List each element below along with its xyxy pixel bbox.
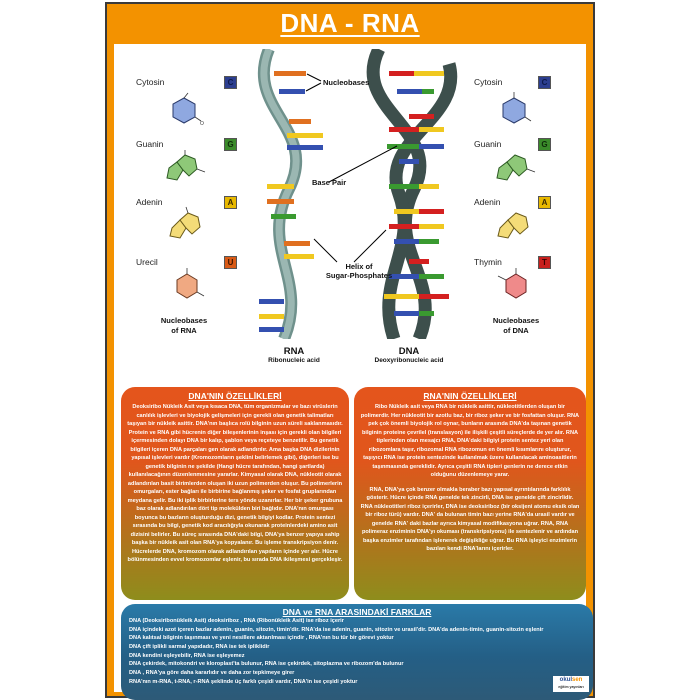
- adenine-molecule-icon: [497, 212, 529, 239]
- guanine-molecule-icon: [496, 154, 536, 181]
- logo-text-accent: sen: [572, 677, 583, 683]
- rna-properties-title: RNA'NIN ÖZELLİKLERİ: [423, 391, 517, 401]
- rna-helix-caption: RNA Ribonucleic acid: [259, 346, 329, 364]
- rna-dna-helix-diagram-icon: [257, 49, 458, 339]
- content-panel: Cytosin C O Guanin G Adenin A: [114, 44, 593, 700]
- dna-name: DNA: [398, 346, 420, 357]
- caption-line: of RNA: [171, 325, 197, 335]
- difference-item: DNA , RNA'ya göre daha kararlıdır ve dah…: [129, 669, 295, 676]
- publisher-logo: okulsen eğitim yayınları: [553, 676, 589, 692]
- dna-base-label-thymine: Thymin: [474, 257, 502, 267]
- caption-line: Nucleobases: [492, 316, 540, 325]
- cytosine-molecule-icon: [502, 92, 532, 124]
- rna-base-label-adenine: Adenin: [136, 197, 163, 207]
- poster-frame: DNA - RNA Cytosin C O Guanin G Adenin A: [105, 2, 595, 700]
- dna-helix-caption: DNA Deoxyribonucleic acid: [364, 346, 454, 364]
- dna-base-label-adenine: Adenin: [474, 197, 501, 207]
- difference-item: RNA'nın m-RNA, t-RNA, r-RNA şeklinde üç …: [129, 678, 358, 685]
- svg-text:O: O: [200, 121, 204, 127]
- dna-properties-text: Deoksiribo Nükleik Asit veya kısaca DNA,…: [127, 404, 343, 563]
- dna-nucleobases-caption: Nucleobases of DNA: [476, 316, 556, 336]
- dna-full-name: Deoxyribonucleic acid: [374, 357, 444, 364]
- rna-properties-box: RNA'NIN ÖZELLİKLERİ Ribo Nükleik asit ve…: [354, 387, 586, 600]
- dna-badge-g: G: [538, 138, 551, 151]
- nucleobases-label: Nucleobases: [323, 78, 370, 87]
- cytosine-molecule-icon: O: [172, 92, 204, 127]
- rna-name: RNA: [283, 346, 305, 357]
- adenine-molecule-icon: [169, 206, 201, 239]
- poster-title: DNA - RNA: [280, 8, 420, 38]
- logo-tagline: eğitim yayınları: [558, 685, 584, 689]
- difference-item: DNA kalıtsal bilginin taşınması ve yeni …: [129, 635, 394, 642]
- difference-item: DNA çekirdek, mitokondri ve kloroplast't…: [129, 661, 404, 668]
- difference-item: DNA çift iplikli sarmal yapıdadır, RNA i…: [129, 643, 270, 650]
- dna-badge-c: C: [538, 76, 551, 89]
- rna-properties-text-2: RNA, DNA'ya çok benzer olmakla beraber b…: [360, 486, 580, 553]
- dna-badge-a: A: [538, 196, 551, 209]
- base-pair-label: Base Pair: [312, 178, 347, 187]
- rna-base-label-uracil: Urecil: [136, 257, 158, 267]
- differences-list: DNA (Deoksiribonükleik Asit) deoksiriboz…: [129, 617, 585, 686]
- caption-line: Nucleobases: [160, 316, 208, 325]
- rna-full-name: Ribonucleic acid: [268, 357, 320, 364]
- rna-properties-text: Ribo Nükleik asit veya RNA bir nükleik a…: [360, 404, 580, 478]
- differences-title: DNA ve RNA ARASINDAKİ FARKLAR: [282, 607, 432, 617]
- dna-badge-t: T: [538, 256, 551, 269]
- helix-label: Helix of Sugar-Phosphates: [324, 262, 394, 280]
- caption-line: of DNA: [503, 325, 529, 335]
- dna-base-label-cytosine: Cytosin: [474, 77, 503, 87]
- rna-badge-g: G: [224, 138, 237, 151]
- differences-box: DNA ve RNA ARASINDAKİ FARKLAR DNA (Deoks…: [121, 604, 593, 700]
- helix-label-line: Helix of: [345, 262, 373, 271]
- helix-label-line: Sugar-Phosphates: [325, 271, 393, 280]
- rna-badge-c: C: [224, 76, 237, 89]
- difference-item: DNA içindeki azot içeren bazlar adenin, …: [129, 626, 544, 633]
- thymine-molecule-icon: [497, 268, 527, 299]
- rna-base-label-cytosine: Cytosin: [136, 77, 165, 87]
- rna-nucleobases-caption: Nucleobases of RNA: [144, 316, 224, 336]
- dna-properties-box: DNA'NIN ÖZELLİKLERİ Deoksiribo Nükleik A…: [121, 387, 349, 600]
- uracil-molecule-icon: [176, 268, 205, 299]
- difference-item: DNA kendini eşleyebilir, RNA ise eşleyem…: [129, 652, 245, 659]
- rna-base-label-guanine: Guanin: [136, 139, 164, 149]
- dna-base-label-guanine: Guanin: [474, 139, 502, 149]
- logo-text: okul: [559, 677, 572, 683]
- difference-item: DNA (Deoksiribonükleik Asit) deoksiriboz…: [129, 618, 344, 624]
- guanine-molecule-icon: [166, 150, 206, 181]
- dna-properties-title: DNA'NIN ÖZELLİKLERİ: [188, 391, 282, 401]
- rna-badge-u: U: [224, 256, 237, 269]
- rna-badge-a: A: [224, 196, 237, 209]
